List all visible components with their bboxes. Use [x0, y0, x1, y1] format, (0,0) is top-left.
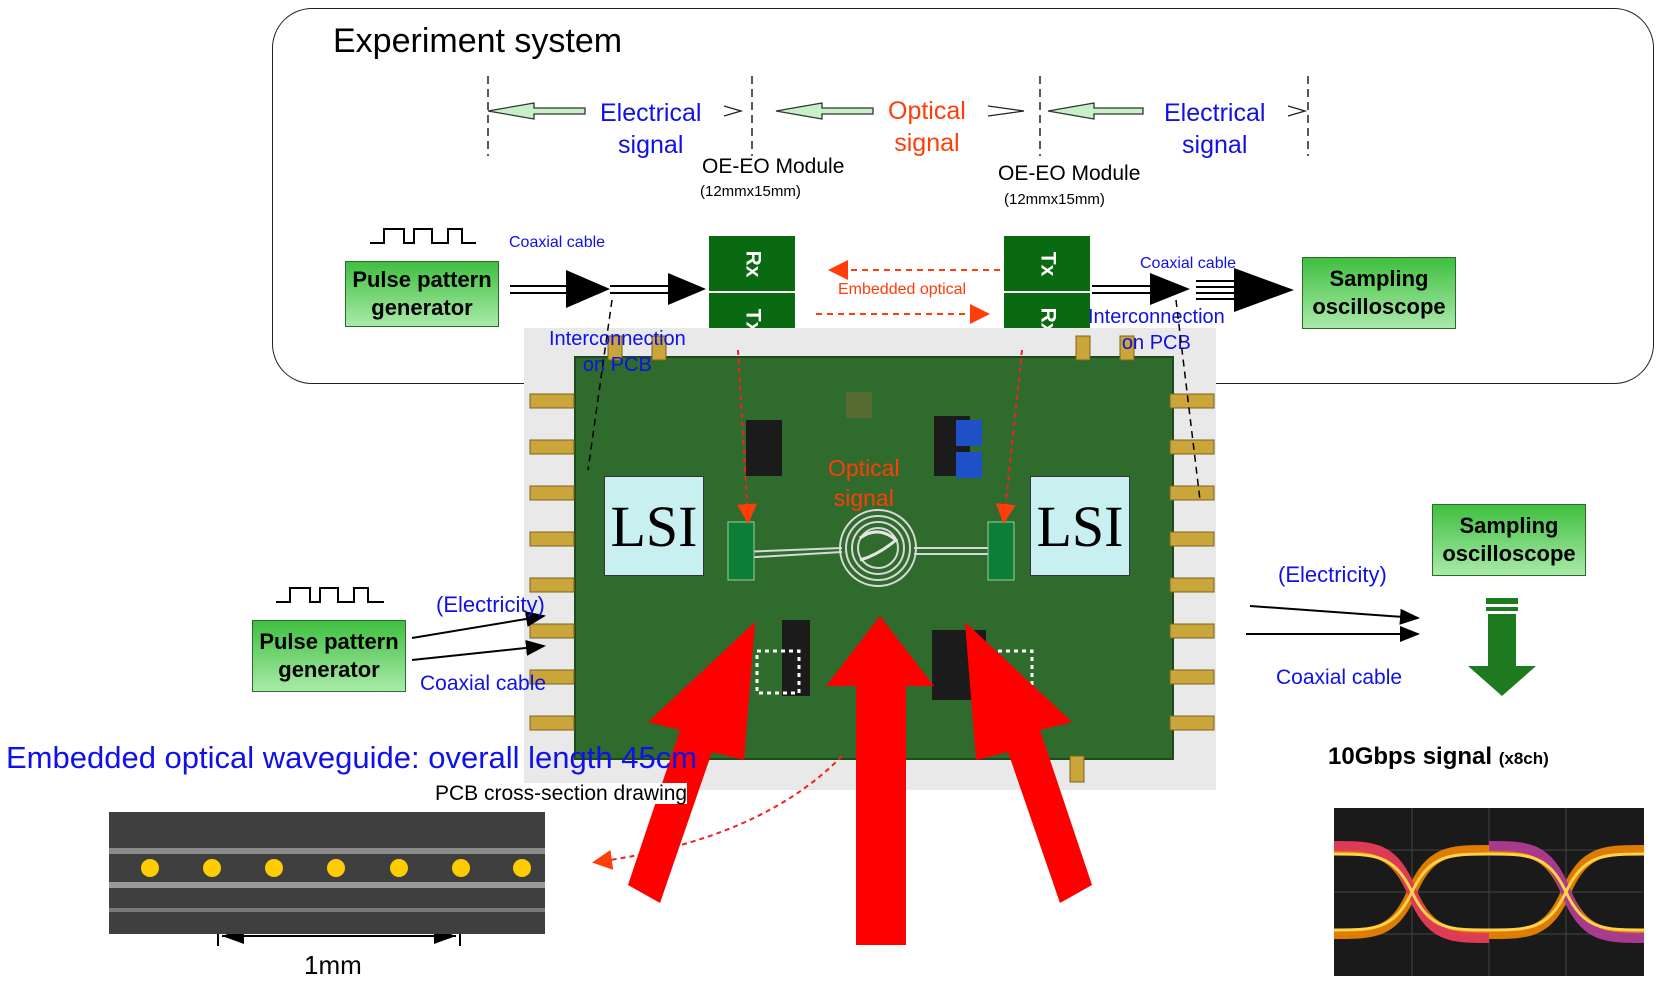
electricity-left-label: (Electricity): [436, 592, 545, 617]
sampling-oscilloscope-bottom: Sampling oscilloscope: [1432, 504, 1586, 576]
experiment-title: Experiment system: [333, 22, 623, 60]
pcb-cross-section-image: [109, 812, 545, 934]
pulse-pattern-generator-top: Pulse pattern generator: [345, 261, 499, 327]
module-left-name: OE-EO Module: [702, 155, 845, 178]
module-right-name: OE-EO Module: [998, 162, 1141, 185]
optical-signal-top-label: Optical signal: [888, 97, 966, 157]
signal-ch-text: (x8ch): [1498, 749, 1549, 768]
scale-1mm-label: 1mm: [304, 950, 362, 980]
electrical-signal-right-label: Electrical signal: [1164, 99, 1266, 159]
module-left-size: (12mmx15mm): [700, 183, 801, 200]
coaxial-cable-top-left: Coaxial cable: [509, 234, 606, 251]
signal-rate-label: 10Gbps signal (x8ch): [1328, 745, 1549, 769]
lsi-chip-left: LSI: [604, 476, 704, 576]
module-right-size: (12mmx15mm): [1004, 191, 1105, 208]
pulse-pattern-generator-bottom: Pulse pattern generator: [252, 620, 406, 692]
cross-section-graphic: [109, 812, 545, 934]
interconnection-pcb-left: Interconnection on PCB: [549, 328, 686, 376]
embedded-optical-label: Embedded optical: [838, 281, 967, 298]
eye-diagram-graphic: [1333, 808, 1645, 976]
sampling-oscilloscope-top: Sampling oscilloscope: [1302, 257, 1456, 329]
coaxial-cable-top-right: Coaxial cable: [1140, 255, 1237, 272]
coaxial-cable-left-label: Coaxial cable: [420, 672, 547, 695]
signal-main-text: 10Gbps signal: [1328, 743, 1493, 770]
eye-diagram-image: [1333, 808, 1645, 976]
cross-section-label: PCB cross-section drawing: [435, 782, 688, 805]
interconnection-pcb-right: Interconnection on PCB: [1088, 306, 1225, 354]
coaxial-cable-right-label: Coaxial cable: [1276, 666, 1403, 689]
lsi-chip-right: LSI: [1030, 476, 1130, 576]
waveguide-title: Embedded optical waveguide: overall leng…: [6, 740, 698, 775]
optical-signal-board-label: Optical signal: [828, 455, 900, 511]
electricity-right-label: (Electricity): [1278, 562, 1387, 587]
electrical-signal-left-label: Electrical signal: [600, 99, 702, 159]
